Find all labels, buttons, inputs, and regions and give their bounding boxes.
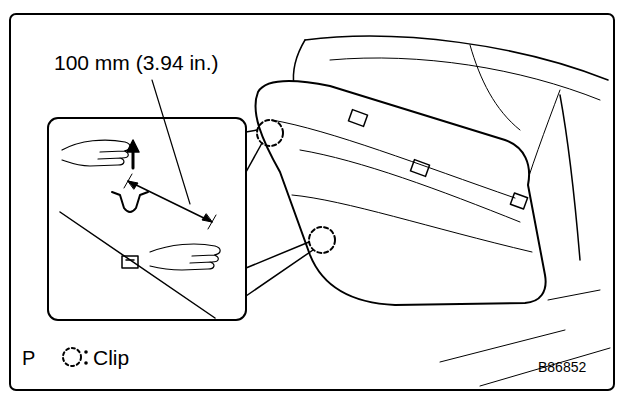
extension-line [124, 174, 132, 188]
seatback-edge [293, 40, 305, 86]
seat-belt [470, 45, 520, 130]
clip-marker [257, 120, 283, 146]
hand-sketch [62, 140, 130, 166]
belt-buckle [410, 160, 429, 177]
extension-line [208, 215, 216, 229]
seat-cushion [255, 81, 545, 305]
figure-code: B86852 [538, 360, 586, 374]
floor-line [548, 290, 600, 300]
dimension-arrow [202, 214, 212, 222]
cushion-seam [292, 195, 532, 252]
seatback-seam [330, 58, 600, 100]
detail-inset [48, 118, 246, 320]
dimension-arrow [128, 181, 138, 189]
pull-arrow [127, 140, 139, 152]
dimension-line [128, 181, 212, 222]
clip-marker [309, 227, 335, 253]
leader-line [152, 80, 190, 204]
floor-line [480, 348, 610, 386]
belt-buckle [348, 110, 367, 127]
seatback-side [560, 95, 580, 260]
view-letter: P [22, 348, 35, 368]
floor-line [440, 330, 565, 362]
legend-colon [84, 350, 88, 354]
legend-colon [84, 361, 88, 365]
cushion-edge [60, 212, 215, 318]
dimension-label: 100 mm (3.94 in.) [54, 52, 219, 73]
cushion-seam [272, 120, 515, 198]
cushion-seam [300, 150, 520, 222]
callout-tail [246, 143, 262, 172]
callout-tail [246, 130, 257, 132]
clip-symbol [112, 192, 148, 212]
figure-frame [10, 14, 614, 390]
callout-tail [246, 250, 313, 296]
hand-sketch [150, 244, 220, 270]
belt-buckle [510, 193, 527, 209]
callout-tail [246, 242, 309, 268]
clip-seat [122, 256, 138, 268]
legend-text: Clip [93, 347, 129, 368]
legend-sample [63, 348, 81, 366]
